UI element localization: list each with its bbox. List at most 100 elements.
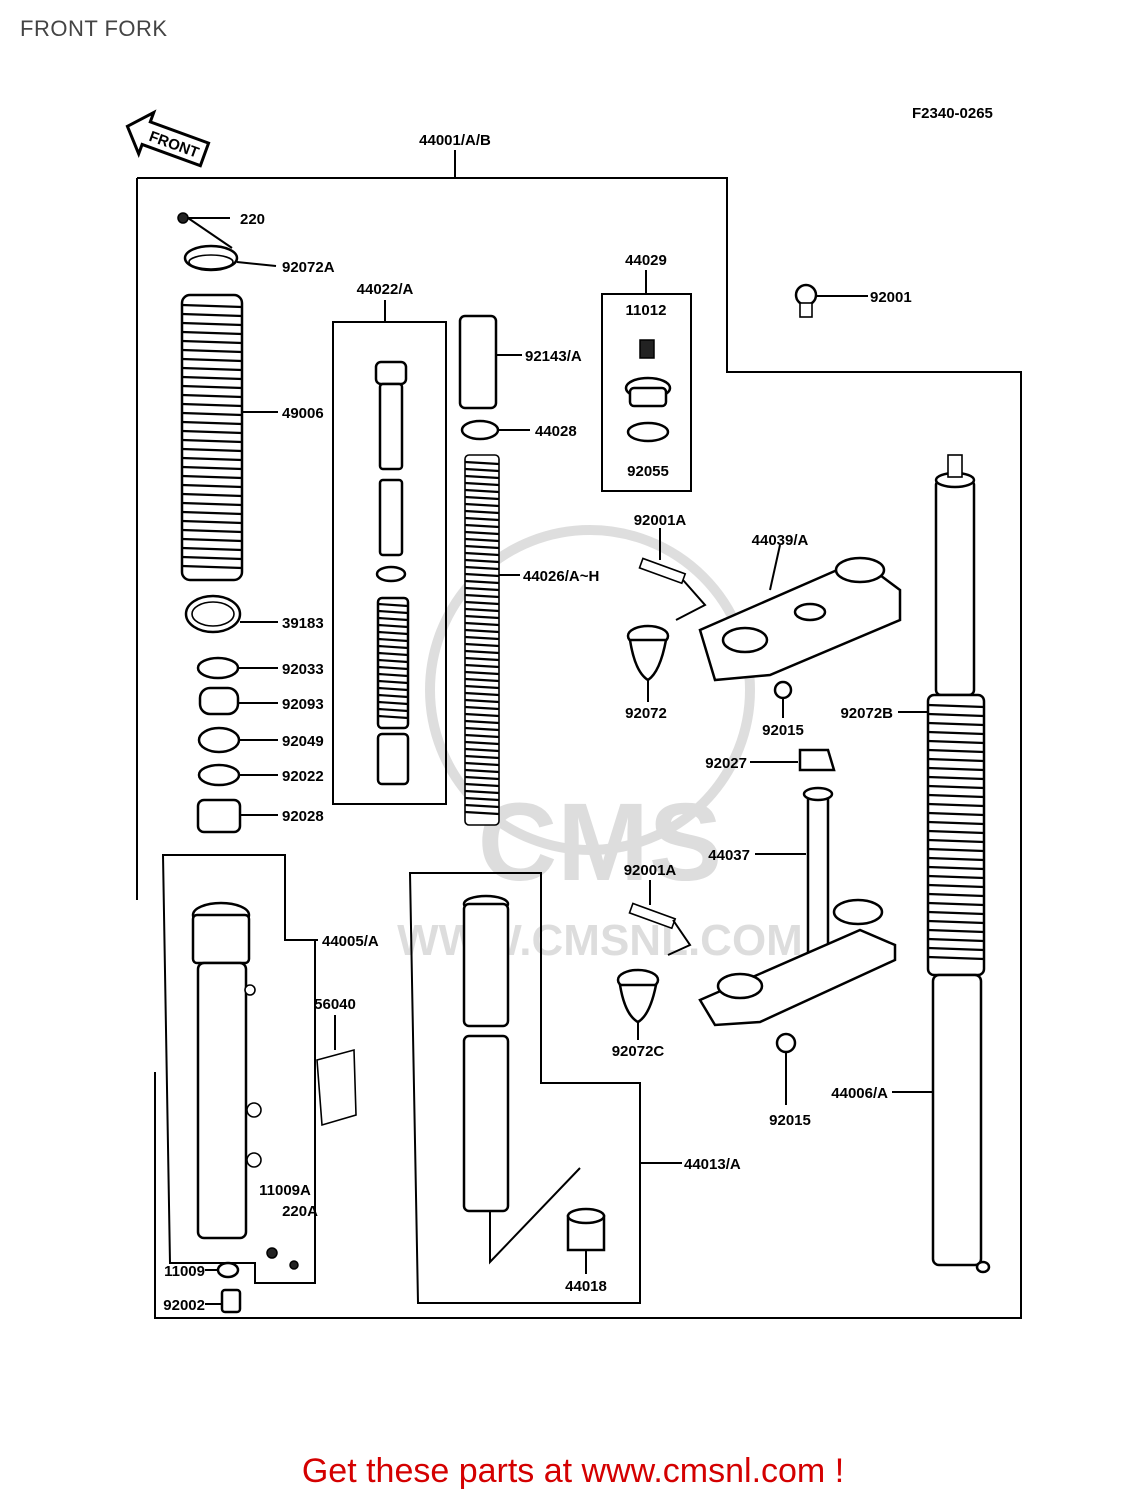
- page-title: FRONT FORK: [20, 16, 168, 41]
- cmsnl-watermark: CMS WWW.CMSNL.COM: [397, 525, 803, 965]
- boot-rib: [181, 474, 243, 480]
- fork-boot-rib: [927, 919, 985, 925]
- damper-spring-coil: [377, 609, 409, 615]
- damper-spring-coil: [377, 616, 409, 622]
- fork-boot-rib: [927, 901, 985, 907]
- main-spring-coil: [464, 691, 500, 697]
- part-label-92072B: 92072B: [840, 705, 893, 722]
- bolt-92001: [794, 283, 868, 318]
- part-label-56040: 56040: [314, 996, 356, 1013]
- fork-boot-rib: [927, 910, 985, 916]
- main-spring-coil: [464, 705, 500, 711]
- part-label-44029: 44029: [625, 252, 667, 269]
- damper-spring-coil: [377, 630, 409, 636]
- fork-boot-rib: [927, 757, 985, 763]
- damper-assembly: [332, 300, 447, 805]
- main-spring-coil: [464, 586, 500, 592]
- main-spring-coil: [464, 537, 500, 543]
- part-label-44037: 44037: [708, 847, 750, 864]
- part-label-220: 220: [240, 211, 265, 228]
- fork-boot-rib: [927, 730, 985, 736]
- fork-boot-rib: [927, 712, 985, 718]
- part-label-92001A-bot: 92001A: [624, 862, 677, 879]
- part-label-92028: 92028: [282, 808, 324, 825]
- main-spring-coil: [464, 775, 500, 781]
- part-label-11009A: 11009A: [259, 1182, 311, 1199]
- main-spring-coil: [464, 810, 500, 816]
- part-label-92001: 92001: [870, 289, 912, 306]
- assembled-fork: [892, 454, 991, 1274]
- main-spring-coil: [464, 663, 500, 669]
- boot-rib: [181, 330, 243, 336]
- fork-boot-rib: [927, 928, 985, 934]
- main-spring-coil: [464, 768, 500, 774]
- boot-rib: [181, 492, 243, 498]
- outer-tube-assembly: [161, 854, 357, 1314]
- exploded-parts-diagram: CMS WWW.CMSNL.COM FRONT F2340-0265 44001…: [125, 105, 1022, 1319]
- boot-rib: [181, 312, 243, 318]
- main-spring-coil: [464, 754, 500, 760]
- inner-tube-assembly: [408, 872, 682, 1304]
- boot-rib: [181, 384, 243, 390]
- part-label-44026AH: 44026/A~H: [523, 568, 599, 585]
- fork-boot-rib: [927, 946, 985, 952]
- part-label-92093: 92093: [282, 696, 324, 713]
- main-spring-coil: [464, 593, 500, 599]
- stem-cap-92027: [750, 748, 836, 772]
- boot-rib: [181, 366, 243, 372]
- boot-rib: [181, 537, 243, 543]
- main-spring-coil: [464, 579, 500, 585]
- assembly-label: 44001/A/B: [419, 132, 491, 149]
- fork-boot-rib: [927, 766, 985, 772]
- boot-rib: [181, 528, 243, 534]
- part-label-44039A: 44039/A: [752, 532, 809, 549]
- boot-rib: [181, 429, 243, 435]
- part-label-92015-bot: 92015: [769, 1112, 811, 1129]
- main-spring-coil: [464, 551, 500, 557]
- main-spring-coil: [464, 733, 500, 739]
- fork-boot-rib: [927, 775, 985, 781]
- main-spring-coil: [464, 712, 500, 718]
- boot-rib: [181, 420, 243, 426]
- cta-banner[interactable]: Get these parts at www.cmsnl.com !: [301, 1452, 845, 1490]
- main-spring-coil: [464, 495, 500, 501]
- boot-rib: [181, 303, 243, 309]
- main-spring-coil: [464, 656, 500, 662]
- fork-boot-rib: [927, 838, 985, 844]
- fork-boot-rib: [927, 874, 985, 880]
- part-label-44005A: 44005/A: [322, 933, 379, 950]
- main-spring-coil: [464, 719, 500, 725]
- boot-rib: [181, 501, 243, 507]
- fork-boot-rib: [927, 811, 985, 817]
- fork-boot-rib: [927, 739, 985, 745]
- front-direction-arrow: FRONT: [125, 109, 211, 168]
- fork-boot-rib: [927, 883, 985, 889]
- fork-boot-rib: [927, 892, 985, 898]
- main-spring-coil: [464, 761, 500, 767]
- fork-boot-rib: [927, 721, 985, 727]
- boot-rib: [181, 438, 243, 444]
- main-spring-coil: [464, 516, 500, 522]
- damper-spring-coil: [377, 672, 409, 678]
- boot-rib: [181, 546, 243, 552]
- spring-group: [458, 314, 530, 826]
- main-spring-coil: [464, 488, 500, 494]
- main-spring-coil: [464, 460, 500, 466]
- part-label-39183: 39183: [282, 615, 324, 632]
- main-spring-coil: [464, 474, 500, 480]
- damper-spring-coil: [377, 602, 409, 608]
- main-spring-coil: [464, 747, 500, 753]
- part-label-44013A: 44013/A: [684, 1156, 741, 1173]
- part-label-92049: 92049: [282, 733, 324, 750]
- main-spring-coil: [464, 726, 500, 732]
- main-spring-coil: [464, 558, 500, 564]
- main-spring-coil: [464, 509, 500, 515]
- damper-spring-coil: [377, 665, 409, 671]
- part-label-11012: 11012: [626, 302, 667, 319]
- part-label-92072A: 92072A: [282, 259, 335, 276]
- main-spring-coil: [464, 614, 500, 620]
- boot-rib: [181, 402, 243, 408]
- part-label-44028: 44028: [535, 423, 577, 440]
- boot-rib: [181, 456, 243, 462]
- damper-spring-coil: [377, 700, 409, 706]
